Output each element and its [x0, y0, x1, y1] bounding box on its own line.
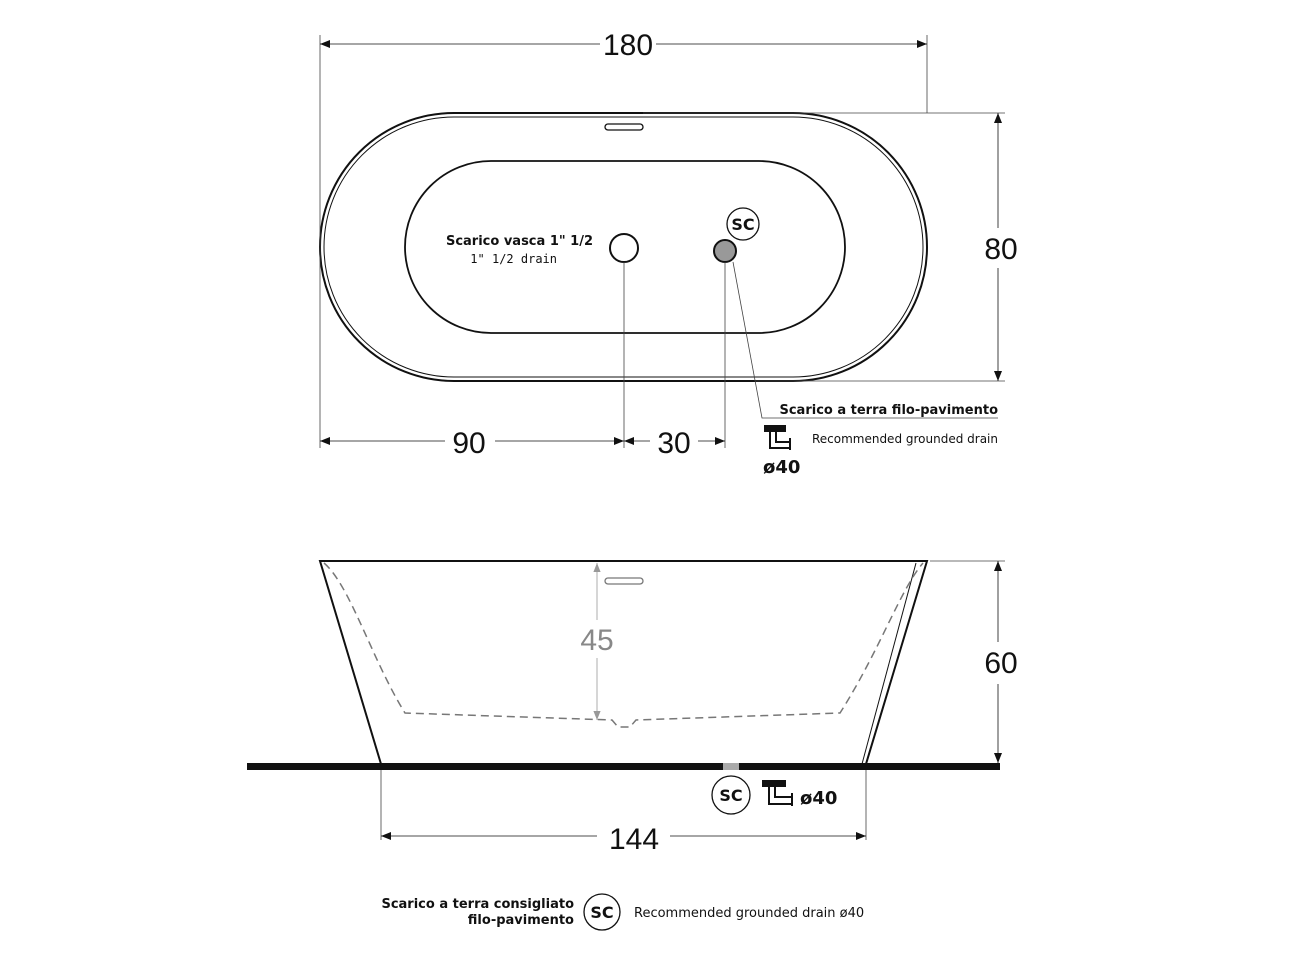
legend: Scarico a terra consigliato filo-pavimen…: [381, 893, 864, 931]
tub-side-body: [318, 560, 929, 765]
dim-width: 80: [984, 233, 1017, 266]
dim-drain-offset: 90: [452, 427, 485, 460]
overflow-slot: [604, 123, 644, 131]
floor-drain-diameter: ø40: [763, 457, 800, 478]
sc-badge-text: SC: [731, 215, 754, 234]
dim-length: 180: [603, 29, 653, 62]
floor-drain-leader: [732, 261, 998, 419]
dim-inner-depth: 45: [580, 624, 613, 657]
side-sc-badge-circle: [711, 775, 751, 815]
legend-desc: Recommended grounded drain ø40: [634, 906, 864, 921]
dim-floor-drain-offset: 30: [657, 427, 690, 460]
side-drain-diameter: ø40: [800, 788, 837, 809]
floor-drain-desc: Recommended grounded drain: [812, 432, 998, 446]
floor-line: [247, 763, 1000, 770]
tub-side-inner-edge: [861, 562, 917, 765]
drain-trap-icon: [764, 425, 791, 450]
tub-drain-circle: [609, 233, 639, 263]
side-overflow-slot: [604, 577, 644, 585]
sc-badge-circle: [726, 207, 760, 241]
tub-inner-basin: [404, 160, 846, 334]
floor-drain-title: Scarico a terra filo-pavimento: [779, 403, 998, 418]
tub-outer-rim-inner-line: [323, 116, 924, 378]
tub-drain-label: Scarico vasca 1" 1/2: [446, 234, 593, 249]
legend-sc-badge-circle: [583, 893, 621, 931]
side-view: 45 60 144 SC ø40: [247, 560, 1018, 856]
dim-base-length: 144: [609, 823, 659, 856]
side-drain-trap-icon: [762, 780, 793, 806]
legend-sc-badge-text: SC: [590, 903, 613, 922]
top-view: Scarico vasca 1" 1/2 1" 1/2 drain SC 180…: [319, 29, 1018, 478]
legend-title-line2: filo-pavimento: [468, 913, 574, 928]
dim-height: 60: [984, 647, 1017, 680]
tub-drain-sublabel: 1" 1/2 drain: [470, 252, 557, 266]
floor-drain-circle: [713, 239, 737, 263]
tub-inner-basin-profile: [323, 562, 924, 728]
side-sc-badge-text: SC: [719, 786, 742, 805]
floor-drain-gap: [723, 763, 739, 770]
legend-title-line1: Scarico a terra consigliato: [381, 897, 574, 912]
